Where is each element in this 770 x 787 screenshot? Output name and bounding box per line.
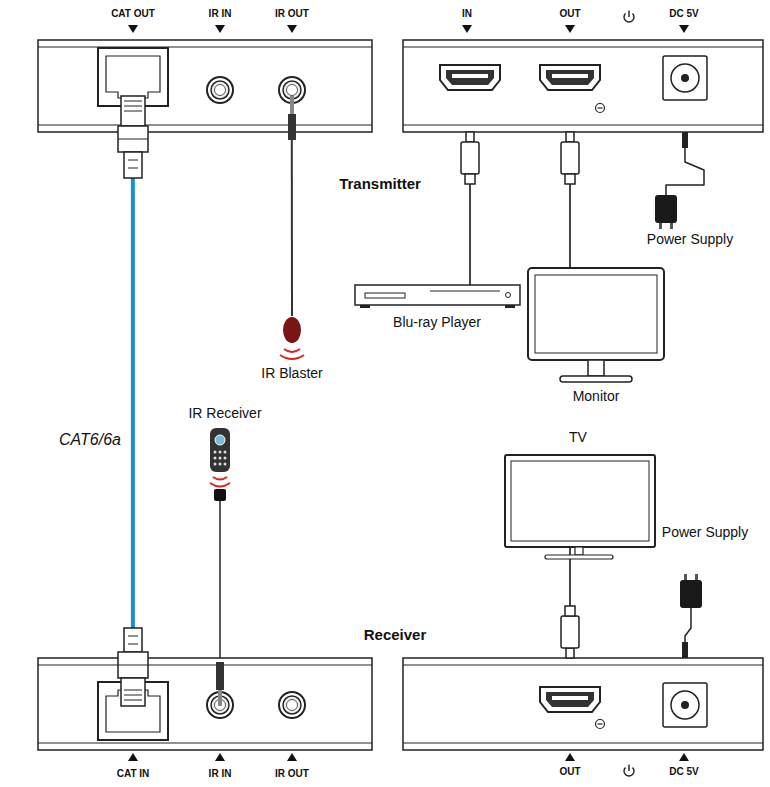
port-label: IR OUT [275, 8, 309, 19]
port-label: DC 5V [669, 8, 698, 19]
port-label: OUT [559, 766, 580, 777]
port-label: CAT IN [117, 768, 150, 779]
extender-panel: CAT OUTIR INIR OUT [38, 40, 372, 132]
cable [219, 501, 221, 658]
port-label: IN [462, 8, 472, 19]
blu-ray-player: Blu-ray Player [355, 285, 520, 305]
device-label: Power Supply [662, 525, 748, 540]
cable-label: CAT6/6a [57, 431, 123, 449]
port-label: IR IN [209, 8, 232, 19]
device-label: Power Supply [647, 232, 733, 247]
ir-receiver: IR Receiver [208, 428, 232, 501]
extender-panel: INOUTDC 5V [403, 40, 763, 132]
port-label: IR OUT [275, 768, 309, 779]
port-label: IR IN [209, 768, 232, 779]
cable [131, 132, 135, 658]
tv: TV [505, 455, 655, 547]
cable [291, 132, 293, 316]
device-label: TV [569, 430, 587, 445]
extender-panel: OUTDC 5V [403, 658, 763, 750]
port-label: DC 5V [669, 766, 698, 777]
ir-blaster: IR Blaster [282, 316, 302, 346]
device-label: IR Blaster [261, 366, 322, 381]
monitor: Monitor [528, 268, 664, 360]
device-label: Monitor [573, 389, 620, 404]
unit-label: Transmitter [339, 176, 421, 193]
power-supply: Power Supply [680, 580, 702, 608]
device-label: IR Receiver [188, 406, 261, 421]
port-label: CAT OUT [111, 8, 155, 19]
unit-label: Receiver [364, 627, 427, 644]
cable [666, 132, 704, 195]
power-supply: Power Supply [655, 195, 677, 223]
extender-panel: CAT INIR INIR OUT [38, 658, 372, 750]
device-label: Blu-ray Player [393, 315, 481, 330]
port-label: OUT [559, 8, 580, 19]
